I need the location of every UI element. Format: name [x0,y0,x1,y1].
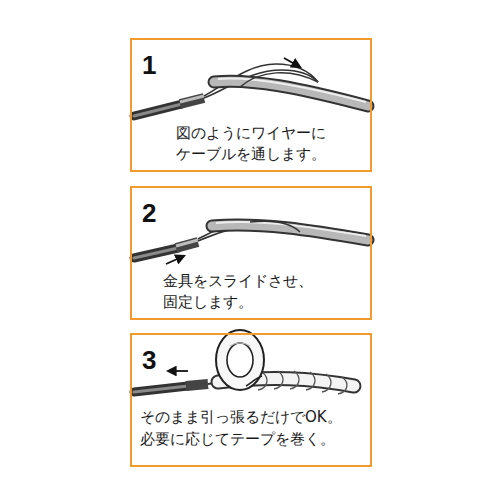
step1-figure [134,58,368,116]
step3-figure [134,330,354,394]
step-number: 2 [142,200,156,226]
step2-figure [134,221,368,264]
step-panel: 1 図のようにワイヤーに ケーブルを通します。 [130,38,372,172]
step-panel: 2 金具をスライドさせ、 固定します。 [130,186,372,320]
step-number: 1 [142,52,156,78]
step-instruction: 金具をスライドさせ、 固定します。 [163,271,368,315]
step-panel: 3 そのまま引っ張るだけでOK。 必要に応じてテープを巻く。 [130,333,372,467]
step-instruction: そのまま引っ張るだけでOK。 必要に応じてテープを巻く。 [140,407,368,451]
step-number: 3 [142,347,156,373]
step-instruction: 図のようにワイヤーに ケーブルを通します。 [176,123,366,167]
